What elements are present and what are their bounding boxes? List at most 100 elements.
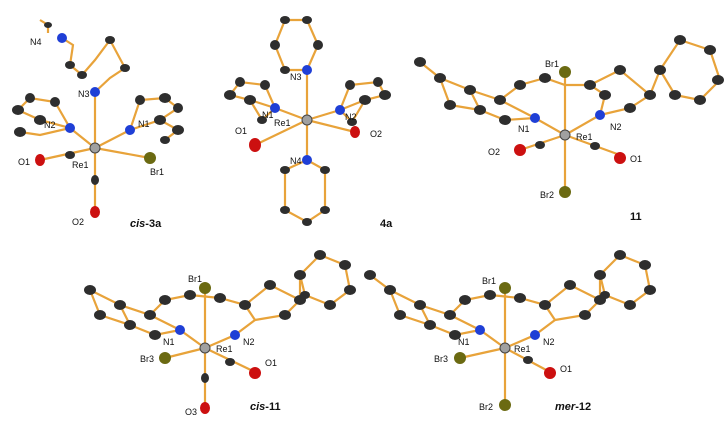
nitrogen-atom bbox=[530, 113, 540, 123]
structure-caption: 11 bbox=[630, 211, 642, 223]
atom-label: N3 bbox=[290, 72, 302, 82]
carbon-atom bbox=[484, 290, 496, 300]
carbon-atom bbox=[114, 300, 126, 310]
atoms bbox=[84, 250, 356, 414]
structure-4a: N3 N1 Re1 N2 O1 O2 N4 4a bbox=[224, 16, 393, 230]
atom-label: N1 bbox=[262, 110, 274, 120]
carbon-atom bbox=[184, 290, 196, 300]
bromine-atom bbox=[559, 66, 571, 78]
oxygen-atom bbox=[200, 402, 210, 414]
nitrogen-atom bbox=[530, 330, 540, 340]
carbon-atom bbox=[614, 65, 626, 75]
carbon-atom bbox=[324, 300, 336, 310]
oxygen-atom bbox=[614, 152, 626, 164]
carbon-atom bbox=[535, 141, 545, 149]
structure-caption: cis-3a bbox=[130, 218, 162, 230]
carbon-atom bbox=[599, 90, 611, 100]
nitrogen-atom bbox=[335, 105, 345, 115]
carbon-atom bbox=[149, 330, 161, 340]
carbon-atom bbox=[280, 16, 290, 24]
nitrogen-atom bbox=[595, 110, 605, 120]
carbon-atom bbox=[644, 90, 656, 100]
structure-cis-3a: N4 N3 N2 N1 O1 Re1 Br1 O2 cis-3a bbox=[12, 19, 184, 230]
carbon-atom bbox=[364, 270, 376, 280]
carbon-atom bbox=[264, 280, 276, 290]
carbon-atom bbox=[449, 330, 461, 340]
carbon-atom bbox=[120, 64, 130, 72]
atom-label: N3 bbox=[78, 89, 90, 99]
carbon-atom bbox=[590, 142, 600, 150]
carbon-atom bbox=[294, 270, 306, 280]
carbon-atom bbox=[600, 291, 610, 299]
carbon-atom bbox=[77, 71, 87, 79]
carbon-atom bbox=[424, 320, 436, 330]
atom-label: Re1 bbox=[72, 160, 89, 170]
structure-caption: cis-11 bbox=[250, 401, 281, 413]
carbon-atom bbox=[260, 80, 270, 90]
carbon-atom bbox=[14, 127, 26, 137]
carbon-atom bbox=[225, 358, 235, 366]
atom-label: O1 bbox=[265, 358, 277, 368]
nitrogen-atom bbox=[175, 325, 185, 335]
carbon-atom bbox=[694, 95, 706, 105]
atom-label: N2 bbox=[345, 112, 357, 122]
atom-label: Br1 bbox=[482, 276, 496, 286]
carbon-atom bbox=[373, 77, 383, 87]
atom-label: N1 bbox=[138, 119, 150, 129]
atoms bbox=[414, 35, 724, 198]
nitrogen-atom bbox=[302, 65, 312, 75]
carbon-atom bbox=[159, 93, 171, 103]
carbon-atom bbox=[704, 45, 716, 55]
bromine-atom bbox=[144, 152, 156, 164]
carbon-atom bbox=[320, 206, 330, 214]
carbon-atom bbox=[25, 93, 35, 103]
carbon-atom bbox=[639, 260, 651, 270]
atoms bbox=[224, 16, 391, 226]
atoms bbox=[364, 250, 656, 411]
atom-label: N2 bbox=[243, 337, 255, 347]
carbon-atom bbox=[65, 61, 75, 69]
atom-label: O1 bbox=[630, 154, 642, 164]
carbon-atom bbox=[539, 300, 551, 310]
atom-label: O2 bbox=[370, 129, 382, 139]
carbon-atom bbox=[414, 300, 426, 310]
carbon-atom bbox=[384, 285, 396, 295]
atom-label: O1 bbox=[235, 126, 247, 136]
nitrogen-atom bbox=[90, 87, 100, 97]
carbon-atom bbox=[173, 103, 183, 113]
carbon-atom bbox=[224, 90, 236, 100]
carbon-atom bbox=[523, 356, 533, 364]
carbon-atom bbox=[514, 293, 526, 303]
carbon-atom bbox=[584, 80, 596, 90]
carbon-atom bbox=[320, 166, 330, 174]
rhenium-atom bbox=[559, 129, 571, 141]
carbon-atom bbox=[244, 95, 256, 105]
carbon-atom bbox=[172, 125, 184, 135]
rhenium-atom bbox=[301, 114, 313, 126]
carbon-atom bbox=[239, 300, 251, 310]
structure-11: Br1 N1 Re1 N2 O2 O1 Br2 11 bbox=[414, 35, 724, 223]
carbon-atom bbox=[359, 95, 371, 105]
structure-caption: mer-12 bbox=[555, 401, 591, 413]
carbon-atom bbox=[302, 16, 312, 24]
carbon-atom bbox=[564, 280, 576, 290]
carbon-atom bbox=[712, 75, 724, 85]
carbon-atom bbox=[94, 310, 106, 320]
atom-label: N2 bbox=[543, 337, 555, 347]
carbon-atom bbox=[201, 373, 209, 383]
atom-label: N4 bbox=[30, 37, 42, 47]
atoms bbox=[12, 22, 184, 218]
atom-label: N2 bbox=[44, 120, 56, 130]
carbon-atom bbox=[257, 116, 267, 124]
carbon-atom bbox=[444, 100, 456, 110]
rhenium-atom bbox=[499, 342, 511, 354]
atom-label: Br2 bbox=[540, 190, 554, 200]
carbon-atom bbox=[414, 57, 426, 67]
carbon-atom bbox=[280, 66, 290, 74]
atom-label: N1 bbox=[458, 337, 470, 347]
carbon-atom bbox=[594, 270, 606, 280]
atom-label: Br3 bbox=[434, 354, 448, 364]
atom-label: Br3 bbox=[140, 354, 154, 364]
atom-label: Br1 bbox=[545, 59, 559, 69]
